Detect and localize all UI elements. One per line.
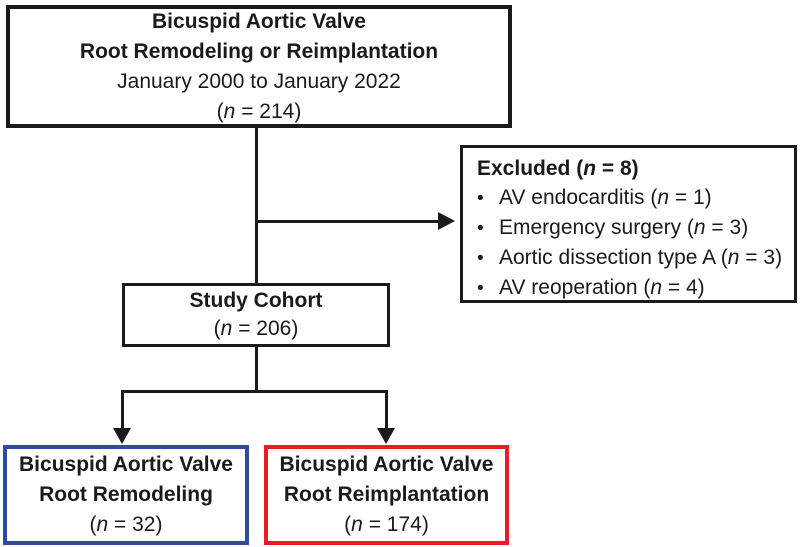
reimplantation-line2: Root Reimplantation bbox=[283, 483, 490, 506]
enrollment-title-line1: Bicuspid Aortic Valve bbox=[152, 9, 366, 33]
excluded-item: •AV endocarditis (n = 1) bbox=[477, 183, 712, 213]
arrowhead-remodeling-icon bbox=[113, 428, 131, 444]
enrollment-count: (n = 214) bbox=[216, 99, 302, 123]
reimplantation-count: (n = 174) bbox=[344, 513, 429, 536]
connector-top-to-study bbox=[255, 127, 258, 284]
remodeling-box: Bicuspid Aortic Valve Root Remodeling (n… bbox=[3, 445, 249, 545]
enrollment-subtitle: January 2000 to January 2022 bbox=[117, 69, 401, 93]
remodeling-line1: Bicuspid Aortic Valve bbox=[19, 453, 233, 476]
connector-study-to-branch bbox=[255, 346, 258, 392]
excluded-heading: Excluded (n = 8) bbox=[477, 157, 639, 180]
enrollment-title-line2: Root Remodeling or Reimplantation bbox=[79, 39, 439, 63]
reimplantation-box: Bicuspid Aortic Valve Root Reimplantatio… bbox=[264, 445, 509, 545]
study-cohort-count: (n = 206) bbox=[213, 317, 299, 340]
bullet-icon: • bbox=[477, 188, 484, 209]
study-cohort-title: Study Cohort bbox=[189, 289, 323, 312]
connector-to-excluded bbox=[255, 220, 439, 223]
branch-right-line bbox=[385, 390, 388, 430]
excluded-box: Excluded (n = 8) •AV endocarditis (n = 1… bbox=[460, 145, 797, 303]
reimplantation-line1: Bicuspid Aortic Valve bbox=[279, 453, 494, 476]
excluded-item: •Emergency surgery (n = 3) bbox=[477, 213, 748, 243]
bullet-icon: • bbox=[477, 278, 484, 299]
bullet-icon: • bbox=[477, 248, 484, 269]
branch-left-line bbox=[121, 390, 124, 430]
remodeling-count: (n = 32) bbox=[89, 513, 163, 536]
excluded-item: •Aortic dissection type A (n = 3) bbox=[477, 243, 782, 273]
bullet-icon: • bbox=[477, 218, 484, 239]
excluded-item: •AV reoperation (n = 4) bbox=[477, 273, 705, 303]
arrowhead-reimplantation-icon bbox=[377, 428, 395, 444]
remodeling-line2: Root Remodeling bbox=[39, 483, 213, 506]
arrowhead-excluded-icon bbox=[438, 212, 455, 230]
enrollment-box: Bicuspid Aortic Valve Root Remodeling or… bbox=[6, 5, 512, 128]
branch-horizontal-line bbox=[121, 390, 388, 393]
study-cohort-box: Study Cohort (n = 206) bbox=[122, 283, 390, 347]
